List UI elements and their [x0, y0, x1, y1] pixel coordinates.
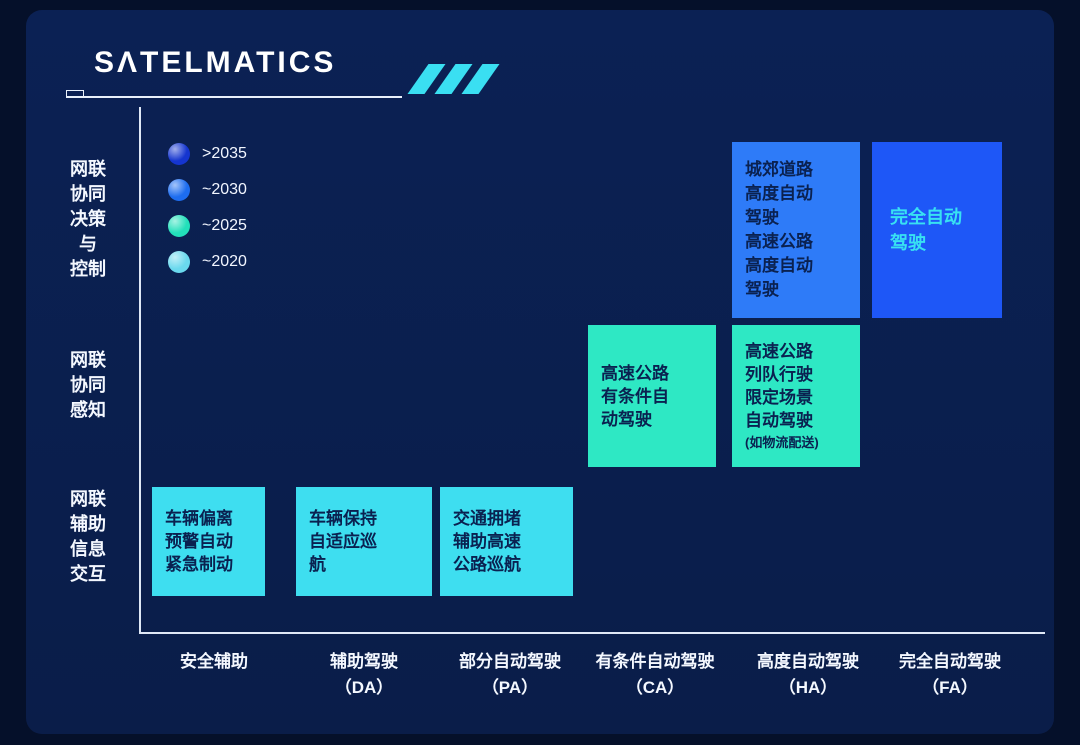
- cell-text-line: 车辆偏离: [165, 509, 233, 528]
- timeline-legend: >2035 ~2030 ~2025 ~2020: [168, 143, 247, 287]
- cell-text-line: 自动驾驶: [745, 411, 813, 430]
- label-line: 高度自动驾驶: [757, 652, 859, 671]
- label-line: 有条件自动驾驶: [595, 652, 715, 671]
- cell-text-line: 驾驶: [745, 280, 779, 299]
- cell-text-line: 公路巡航: [453, 555, 521, 574]
- label-line: 网联: [70, 350, 106, 370]
- cell-text-line: 列队行驶: [745, 365, 813, 384]
- label-line: 协同: [70, 375, 106, 395]
- cell-suburban-highway-high-auto: 城郊道路 高度自动 驾驶 高速公路 高度自动 驾驶: [732, 142, 860, 318]
- legend-item: ~2025: [168, 215, 247, 237]
- logo-underline: [66, 96, 402, 98]
- label-line: 感知: [70, 400, 106, 420]
- label-line: 安全辅助: [180, 652, 248, 671]
- x-axis-line: [139, 632, 1045, 634]
- label-line: 网联: [70, 159, 106, 179]
- y-axis-label-perception: 网联 协同 感知: [56, 348, 120, 423]
- logo: SΛTELMATICS: [94, 46, 337, 79]
- background-panel: [26, 10, 1054, 734]
- cell-text-line: 高速公路: [745, 342, 813, 361]
- label-line: 协同: [70, 184, 106, 204]
- cell-text-line: 有条件自: [601, 386, 669, 406]
- cell-text-line: 辅助高速: [453, 532, 521, 551]
- legend-dot-icon: [168, 251, 190, 273]
- cell-text-line: 城郊道路: [745, 160, 813, 179]
- cell-text-line: 车辆保持: [309, 509, 377, 528]
- label-line: 辅助驾驶: [330, 652, 398, 671]
- cell-text-line: 高速公路: [745, 232, 813, 251]
- label-line: 完全自动驾驶: [899, 652, 1001, 671]
- legend-item: >2035: [168, 143, 247, 165]
- cell-text-line: 高度自动: [745, 256, 813, 275]
- label-line: 部分自动驾驶: [459, 652, 561, 671]
- logo-slashes-icon: [407, 64, 500, 94]
- cell-text-line: 航: [309, 555, 326, 574]
- label-line: 辅助: [70, 514, 106, 534]
- cell-text-line: 自适应巡: [309, 532, 377, 551]
- cell-text-line: 紧急制动: [165, 555, 233, 574]
- legend-label: >2035: [202, 145, 247, 162]
- label-line: （CA）: [625, 678, 685, 697]
- x-axis-label-safety-assist: 安全辅助: [129, 649, 299, 675]
- x-axis-label-da: 辅助驾驶 （DA）: [279, 649, 449, 701]
- cell-text-line: 交通拥堵: [453, 509, 521, 528]
- y-axis-label-decision-control: 网联 协同 决策 与 控制: [56, 157, 120, 282]
- label-line: （FA）: [922, 678, 978, 697]
- label-line: （PA）: [481, 678, 539, 697]
- y-axis-line: [139, 107, 141, 634]
- cell-traffic-jam-assist-highway-cruise: 交通拥堵 辅助高速 公路巡航: [440, 487, 573, 596]
- label-line: （HA）: [778, 678, 838, 697]
- cell-lane-departure-warning-aeb: 车辆偏离 预警自动 紧急制动: [152, 487, 265, 596]
- cell-text-line: 动驾驶: [601, 409, 652, 429]
- cell-text-line: 完全自动: [890, 207, 962, 227]
- cell-text-line: 驾驶: [745, 208, 779, 227]
- cell-note: (如物流配送): [745, 435, 819, 450]
- label-line: （DA）: [334, 678, 394, 697]
- cell-full-auto-driving: 完全自动 驾驶: [872, 142, 1002, 318]
- cell-text-line: 预警自动: [165, 532, 233, 551]
- cell-text-line: 高度自动: [745, 184, 813, 203]
- x-axis-label-fa: 完全自动驾驶 （FA）: [865, 649, 1035, 701]
- label-line: 网联: [70, 489, 106, 509]
- label-line: 信息: [70, 539, 106, 559]
- legend-dot-icon: [168, 179, 190, 201]
- cell-text-line: 驾驶: [890, 233, 926, 253]
- legend-item: ~2020: [168, 251, 247, 273]
- label-line: 决策: [70, 209, 106, 229]
- legend-dot-icon: [168, 215, 190, 237]
- cell-text-line: 高速公路: [601, 363, 669, 383]
- cell-lane-keeping-acc: 车辆保持 自适应巡 航: [296, 487, 432, 596]
- legend-item: ~2030: [168, 179, 247, 201]
- label-line: 控制: [70, 259, 106, 279]
- legend-label: ~2025: [202, 217, 247, 234]
- x-axis-label-pa: 部分自动驾驶 （PA）: [425, 649, 595, 701]
- legend-dot-icon: [168, 143, 190, 165]
- y-axis-label-info-exchange: 网联 辅助 信息 交互: [56, 487, 120, 587]
- x-axis-label-ha: 高度自动驾驶 （HA）: [723, 649, 893, 701]
- cell-text-line: 限定场景: [745, 388, 813, 407]
- x-axis-label-ca: 有条件自动驾驶 （CA）: [570, 649, 740, 701]
- label-line: 与: [79, 234, 97, 254]
- legend-label: ~2020: [202, 253, 247, 270]
- cell-highway-platooning-limited-scenario: 高速公路 列队行驶 限定场景 自动驾驶 (如物流配送): [732, 325, 860, 467]
- cell-highway-conditional-auto: 高速公路 有条件自 动驾驶: [588, 325, 716, 467]
- label-line: 交互: [70, 564, 106, 584]
- legend-label: ~2030: [202, 181, 247, 198]
